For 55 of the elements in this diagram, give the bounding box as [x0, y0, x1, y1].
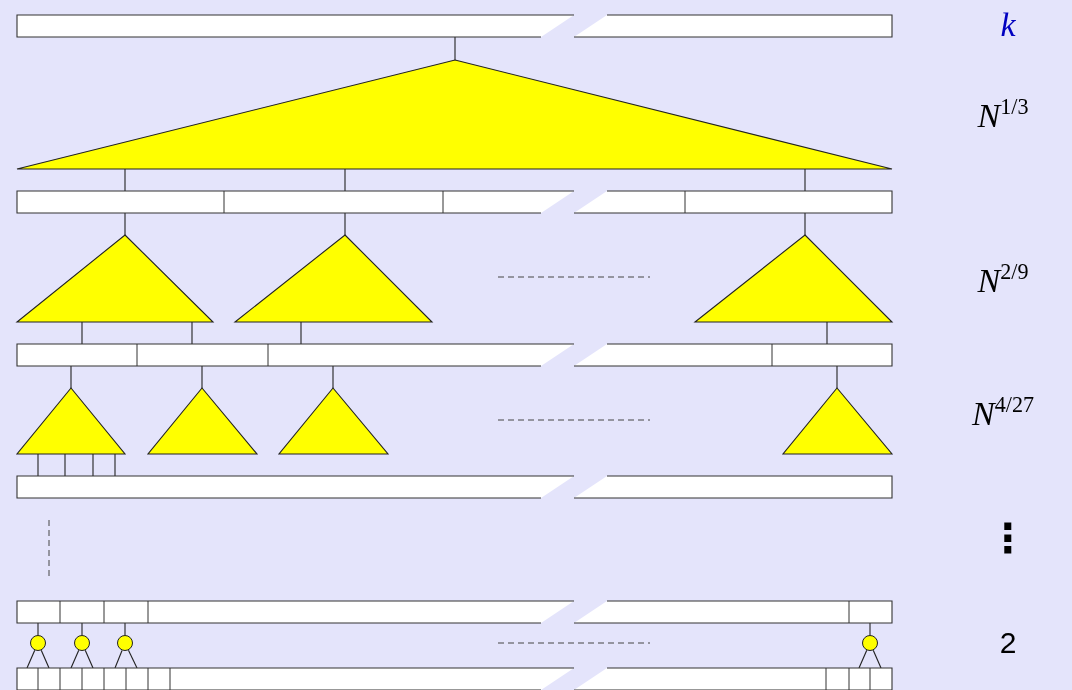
connector-line [84, 649, 94, 669]
tree-node-circle [861, 634, 879, 652]
connector-line [92, 453, 94, 477]
array-bar [16, 14, 893, 38]
connector-line [124, 622, 126, 636]
connector-line [81, 321, 83, 345]
tree-triangle [234, 234, 433, 323]
array-bar [16, 343, 893, 367]
connector-line [804, 212, 806, 236]
tree-node-circle [116, 634, 134, 652]
connector-line [37, 622, 39, 636]
connector-line [114, 453, 116, 477]
array-bar [16, 190, 893, 214]
tree-triangle [16, 387, 126, 455]
array-bar [16, 667, 893, 690]
tree-triangle [16, 234, 214, 323]
size-label: 2 [999, 628, 1017, 658]
connector-line [836, 365, 838, 389]
connector-line [872, 649, 882, 669]
array-bar [16, 600, 893, 624]
connector-line [332, 365, 334, 389]
connector-line [124, 212, 126, 236]
connector-line [804, 168, 806, 192]
connector-line [37, 453, 39, 477]
connector-line [201, 365, 203, 389]
connector-line [300, 321, 302, 345]
tree-triangle [147, 387, 258, 455]
size-label: N$^{2/9}$ [977, 264, 1029, 298]
connector-line [127, 649, 138, 669]
vertical-ellipsis: ⋮ [988, 518, 1028, 558]
connector-line [826, 321, 828, 345]
size-label: N$^{1/3}$ [977, 99, 1029, 133]
connector-line [70, 365, 72, 389]
array-bar [16, 475, 893, 499]
connector-line [858, 649, 868, 669]
connector-line [40, 649, 50, 669]
tree-triangle [782, 387, 893, 455]
connector-line [344, 212, 346, 236]
tree-node-circle [29, 634, 47, 652]
connector-line [344, 168, 346, 192]
tree-triangle [278, 387, 389, 455]
connector-line [81, 622, 83, 636]
connector-line [191, 321, 193, 345]
connector-line [64, 453, 66, 477]
connector-line [70, 649, 80, 669]
connector-line [114, 649, 123, 669]
tree-triangle [16, 59, 893, 170]
tree-node-circle [73, 634, 91, 652]
connector-line [869, 622, 871, 636]
connector-line [124, 168, 126, 192]
connector-line [454, 36, 456, 61]
variable-label: k [1000, 8, 1016, 42]
tree-triangle [694, 234, 893, 323]
size-label: N$^{4/27}$ [972, 397, 1034, 431]
connector-line [26, 649, 36, 669]
